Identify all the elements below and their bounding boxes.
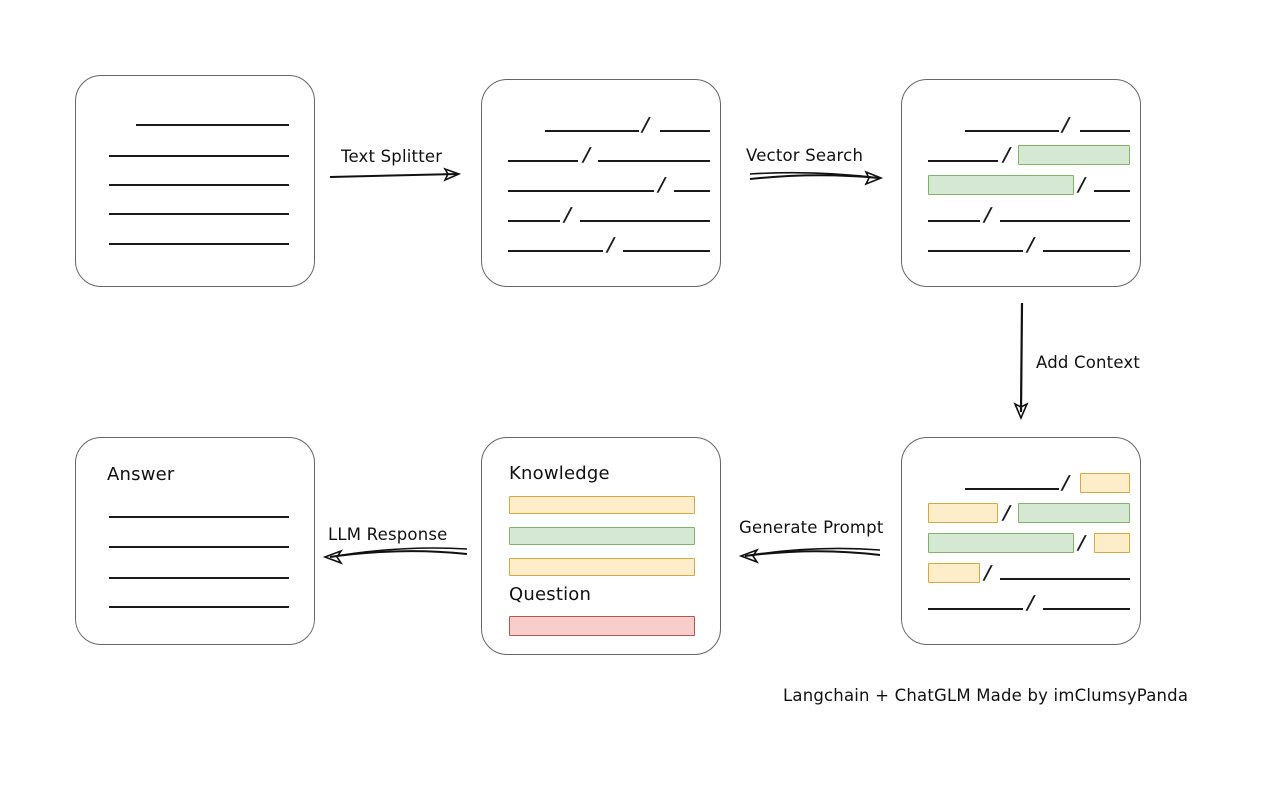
split-marker: /: [1075, 174, 1088, 196]
context-chunk-green: [928, 533, 1074, 553]
split-marker: /: [561, 204, 574, 226]
split-marker: /: [655, 174, 668, 196]
split-marker: /: [1000, 502, 1013, 524]
arrow-add-context: [1013, 302, 1029, 421]
context-chunk-yellow: [928, 563, 980, 583]
text-line: [109, 155, 289, 157]
split-marker: /: [1000, 144, 1013, 166]
split-marker: /: [1024, 234, 1037, 256]
text-line: [508, 160, 578, 162]
knowledge-heading: Knowledge: [509, 463, 610, 484]
split-marker: /: [1059, 114, 1072, 136]
knowledge-bar-yellow: [509, 496, 695, 514]
split-marker: /: [1059, 472, 1072, 494]
split-marker: /: [580, 144, 593, 166]
arrow-llm-response: [322, 547, 468, 565]
edge-label-vector-search: Vector Search: [746, 146, 864, 165]
text-line: [508, 220, 560, 222]
text-line: [623, 250, 710, 252]
split-marker: /: [981, 562, 994, 584]
knowledge-bar-green: [509, 527, 695, 545]
split-marker: /: [981, 204, 994, 226]
text-line: [1000, 578, 1130, 580]
text-line: [1043, 608, 1130, 610]
footer-credit: Langchain + ChatGLM Made by imClumsyPand…: [783, 686, 1189, 705]
edge-label-text-splitter: Text Splitter: [341, 147, 443, 166]
text-line: [928, 608, 1023, 610]
text-line: [508, 250, 603, 252]
matched-chunk-green: [1018, 145, 1130, 165]
text-line: [109, 606, 289, 608]
text-line: [965, 130, 1059, 132]
text-line: [109, 577, 289, 579]
text-line: [109, 213, 289, 215]
text-line: [965, 488, 1059, 490]
node-source-document[interactable]: [75, 75, 315, 287]
text-line: [598, 160, 710, 162]
split-marker: /: [1075, 532, 1088, 554]
text-line: [109, 184, 289, 186]
arrow-vector-search: [749, 170, 884, 186]
text-line: [674, 190, 710, 192]
edge-label-generate-prompt: Generate Prompt: [739, 518, 884, 537]
edge-label-llm-response: LLM Response: [328, 525, 448, 544]
text-line: [508, 190, 654, 192]
text-line: [660, 130, 710, 132]
arrow-text-splitter: [329, 167, 462, 182]
node-answer[interactable]: Answer: [75, 437, 315, 645]
text-line: [1043, 250, 1130, 252]
arrow-generate-prompt: [738, 547, 881, 564]
context-chunk-yellow: [928, 503, 998, 523]
text-line: [580, 220, 710, 222]
text-line: [1080, 130, 1130, 132]
matched-chunk-green: [928, 175, 1074, 195]
context-chunk-yellow: [1080, 473, 1130, 493]
text-line: [928, 250, 1023, 252]
text-line: [109, 243, 289, 245]
node-prompt[interactable]: Knowledge Question: [481, 437, 721, 655]
context-chunk-yellow: [1094, 533, 1130, 553]
question-bar-red: [509, 616, 695, 636]
text-line: [928, 160, 998, 162]
text-line: [928, 220, 980, 222]
edge-label-add-context: Add Context: [1036, 353, 1141, 372]
text-line: [1000, 220, 1130, 222]
text-line: [545, 130, 639, 132]
text-line: [136, 124, 289, 126]
answer-heading: Answer: [107, 464, 175, 485]
knowledge-bar-yellow: [509, 558, 695, 576]
text-line: [1094, 190, 1130, 192]
node-split-chunks[interactable]: / / / / /: [481, 79, 721, 287]
node-matched-chunks[interactable]: / / / / /: [901, 79, 1141, 287]
split-marker: /: [1024, 592, 1037, 614]
text-line: [109, 546, 289, 548]
question-heading: Question: [509, 584, 592, 605]
split-marker: /: [639, 114, 652, 136]
node-context-chunks[interactable]: / / / / /: [901, 437, 1141, 645]
text-line: [109, 516, 289, 518]
split-marker: /: [604, 234, 617, 256]
context-chunk-green: [1018, 503, 1130, 523]
